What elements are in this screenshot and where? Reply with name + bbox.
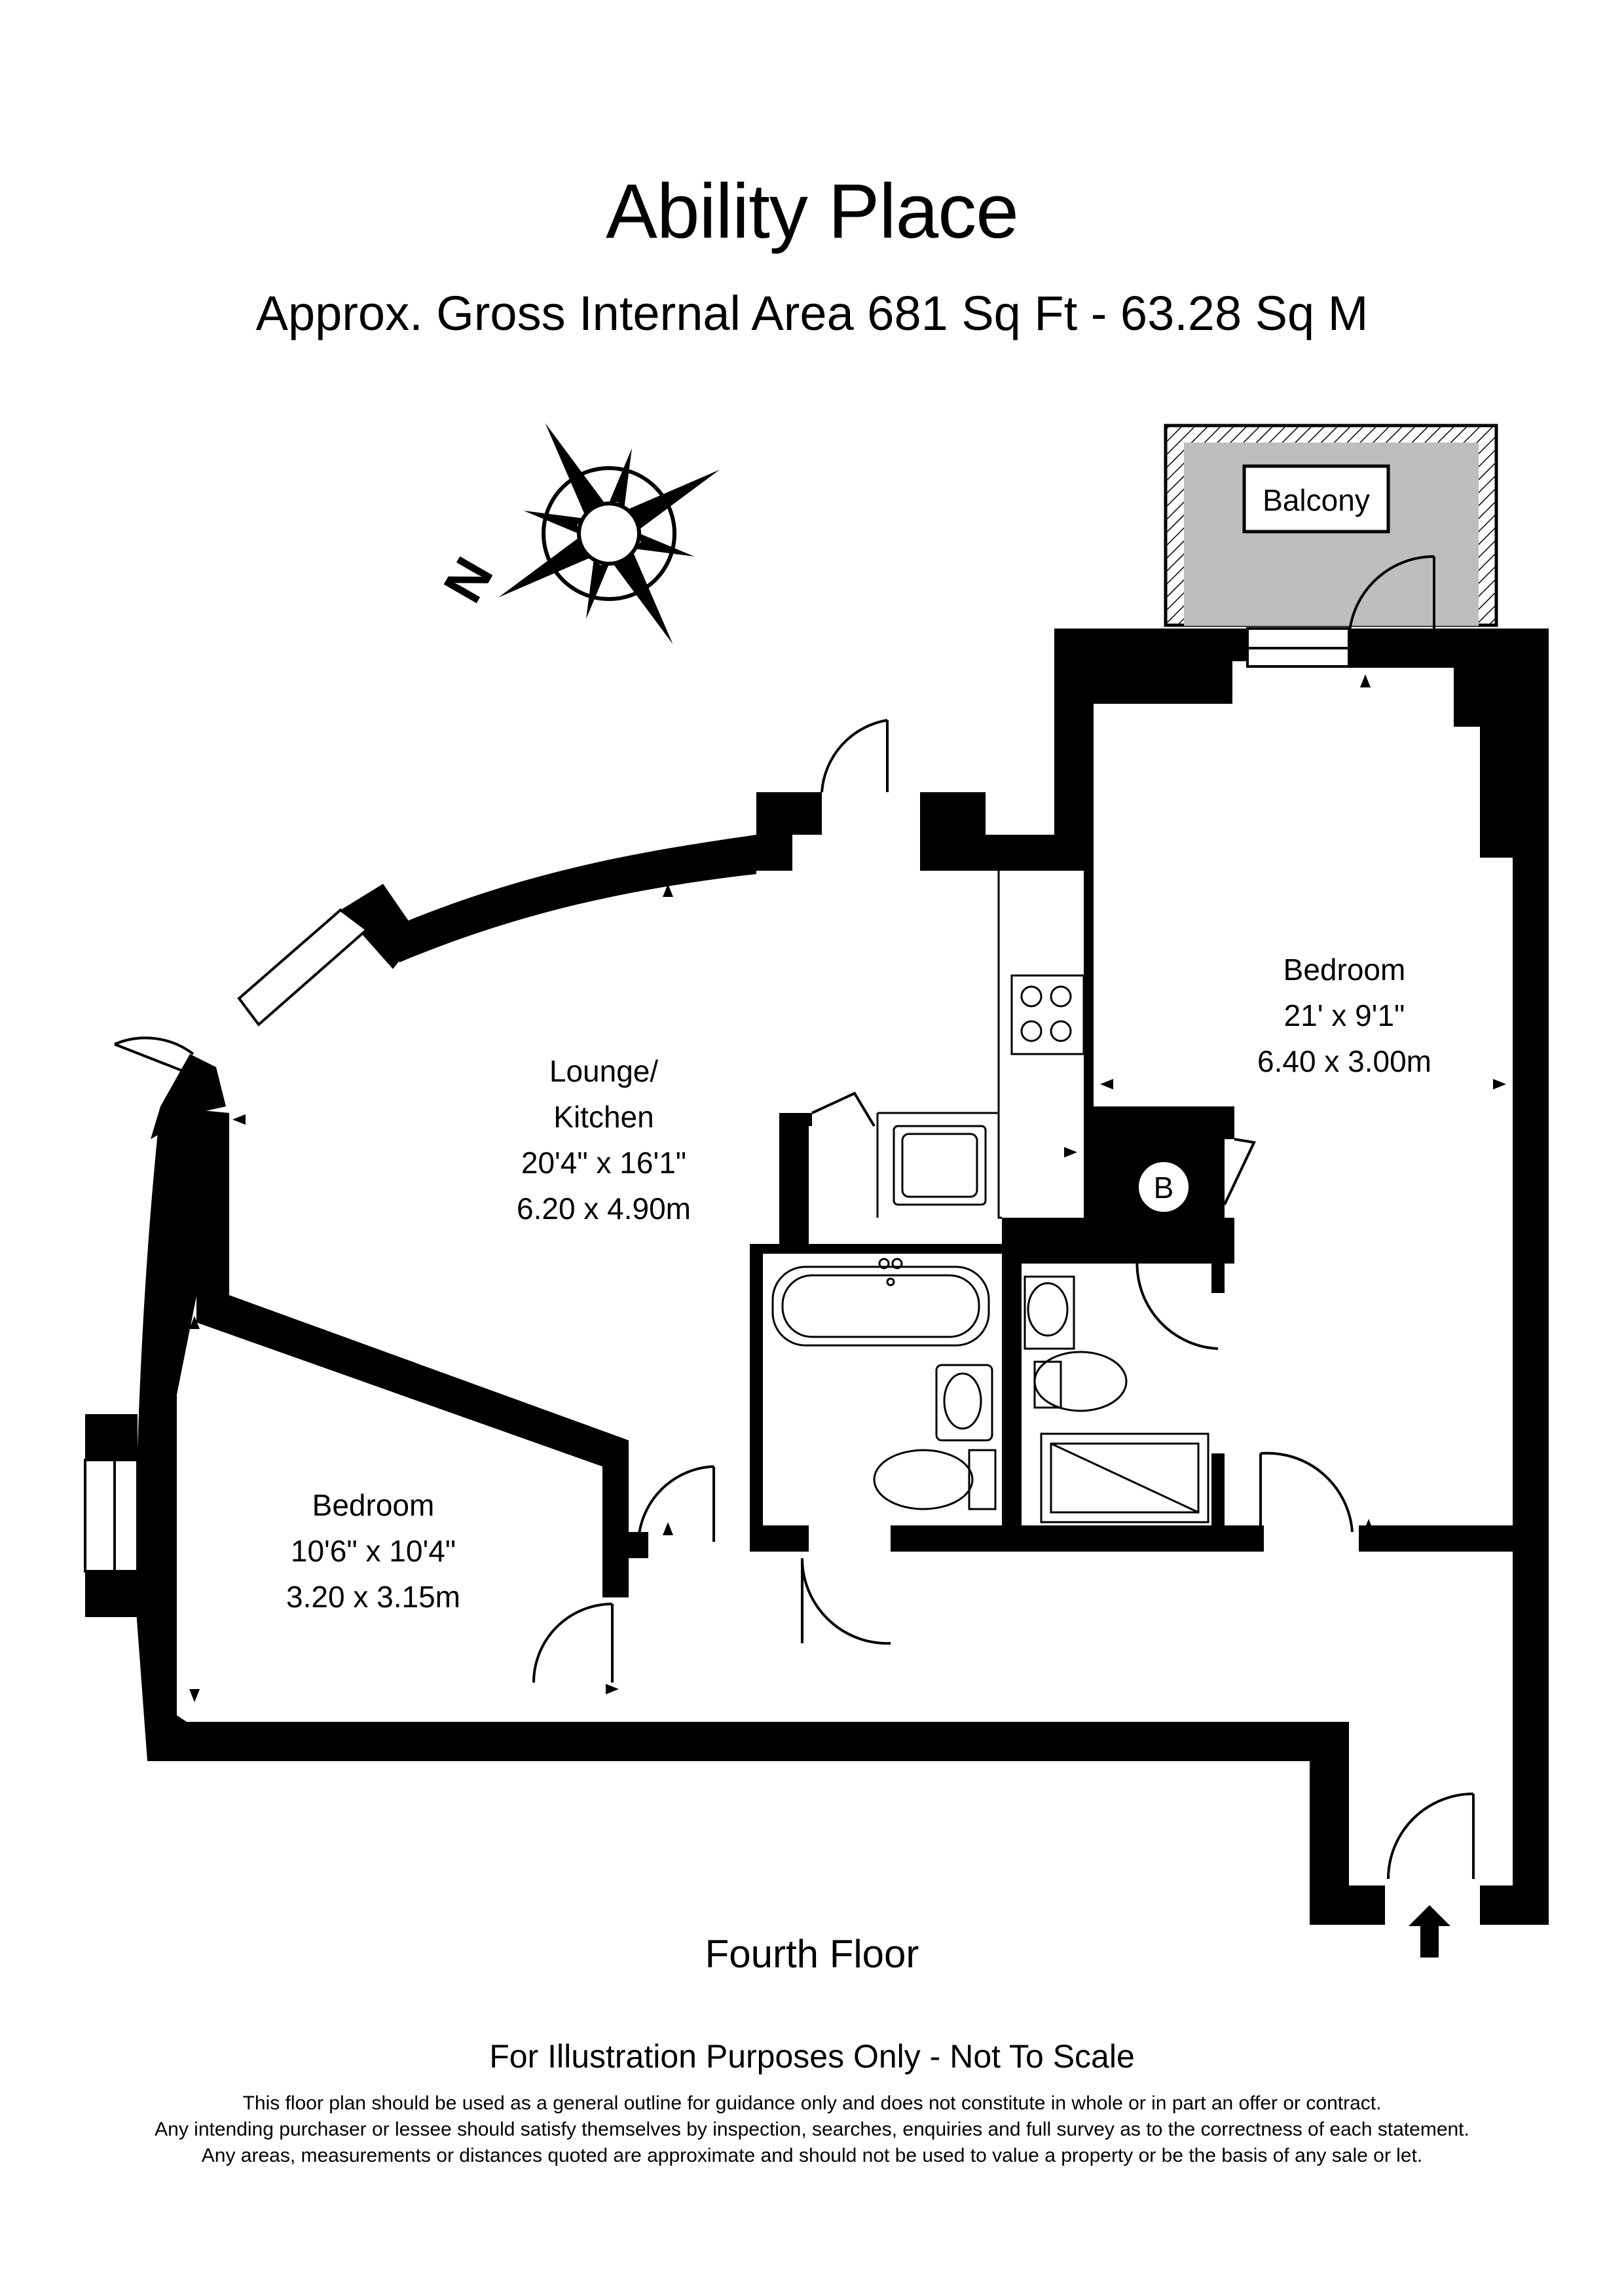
bedroom-2-size-metric: 3.20 x 3.15m xyxy=(286,1580,460,1614)
boiler-label: B xyxy=(1154,1171,1174,1205)
compass-rose-icon xyxy=(498,423,720,644)
walls xyxy=(85,629,1549,1925)
balcony: Balcony xyxy=(1164,424,1498,627)
doors xyxy=(114,555,1475,1880)
entrance-arrow-icon xyxy=(1409,1905,1450,1958)
lounge-name-line2: Kitchen xyxy=(553,1100,654,1134)
lounge-name-line1: Lounge/ xyxy=(549,1054,658,1088)
area-subtitle: Approx. Gross Internal Area 681 Sq Ft - … xyxy=(255,286,1369,340)
bedroom-1-size-metric: 6.40 x 3.00m xyxy=(1257,1044,1431,1078)
bedroom-2-name: Bedroom xyxy=(312,1488,435,1522)
north-label: N xyxy=(432,547,505,613)
disclaimer-headline: For Illustration Purposes Only - Not To … xyxy=(489,2038,1135,2075)
balcony-label: Balcony xyxy=(1263,483,1370,517)
kitchen-units xyxy=(876,871,1085,1219)
disclaimer-line-2: Any intending purchaser or lessee should… xyxy=(155,2119,1469,2140)
plan-title: Ability Place xyxy=(606,168,1019,255)
disclaimer-line-1: This floor plan should be used as a gene… xyxy=(242,2092,1382,2114)
room-label-lounge-kitchen: Lounge/ Kitchen 20'4" x 16'1" 6.20 x 4.9… xyxy=(517,1054,691,1226)
height-markers xyxy=(189,674,1506,1702)
bathroom-fixtures xyxy=(771,1258,1209,1523)
windows xyxy=(84,627,1350,1573)
bedroom-1-name: Bedroom xyxy=(1283,953,1406,987)
room-label-bedroom-2: Bedroom 10'6" x 10'4" 3.20 x 3.15m xyxy=(286,1488,460,1614)
disclaimer-line-3: Any areas, measurements or distances quo… xyxy=(201,2145,1423,2166)
boiler-icon xyxy=(1136,1159,1191,1214)
balcony-label-box xyxy=(1242,464,1390,534)
lounge-size-imperial: 20'4" x 16'1" xyxy=(521,1146,686,1180)
lounge-size-metric: 6.20 x 4.90m xyxy=(517,1192,691,1226)
bedroom-1-size-imperial: 21' x 9'1" xyxy=(1284,998,1405,1032)
floor-label: Fourth Floor xyxy=(705,1932,919,1976)
bedroom-2-size-imperial: 10'6" x 10'4" xyxy=(291,1534,456,1568)
room-label-bedroom-1: Bedroom 21' x 9'1" 6.40 x 3.00m xyxy=(1257,953,1431,1078)
